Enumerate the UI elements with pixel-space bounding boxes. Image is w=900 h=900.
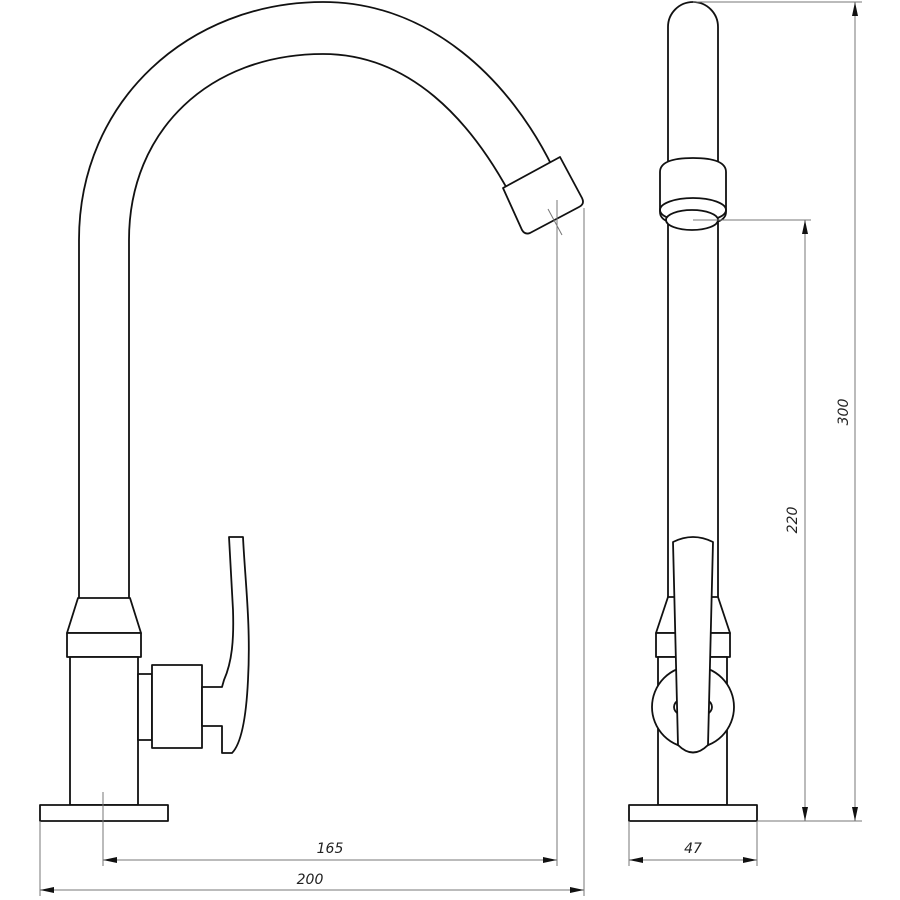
valve-cartridge [151, 664, 203, 749]
dimension-label-165: 165 [317, 841, 344, 857]
spout-tube [667, 1, 719, 598]
dimension-label-220: 220 [785, 507, 801, 534]
body [69, 656, 139, 806]
front-view [628, 1, 758, 822]
lever-handle [201, 536, 250, 754]
dimension-label-300: 300 [836, 399, 852, 426]
spout-inner-contour [128, 53, 511, 598]
base-plate [39, 804, 169, 822]
collar-ring [66, 632, 142, 658]
dimension-label-200: 200 [297, 872, 324, 888]
dimension-220: 220 [693, 219, 862, 822]
spout-aerator [502, 156, 584, 235]
dimension-47: 47 [628, 821, 758, 866]
dimension-300: 300 [693, 1, 862, 821]
dimension-200: 200 [39, 208, 585, 896]
collar-taper [66, 597, 142, 634]
dimension-label-47: 47 [684, 841, 702, 857]
dimension-165: 165 [103, 200, 558, 866]
valve-stub [137, 673, 153, 741]
aerator-center-mark [547, 208, 563, 236]
lever-handle [672, 536, 714, 754]
spout-outer-contour [78, 1, 554, 598]
side-view [39, 1, 584, 866]
base-plate [628, 804, 758, 822]
